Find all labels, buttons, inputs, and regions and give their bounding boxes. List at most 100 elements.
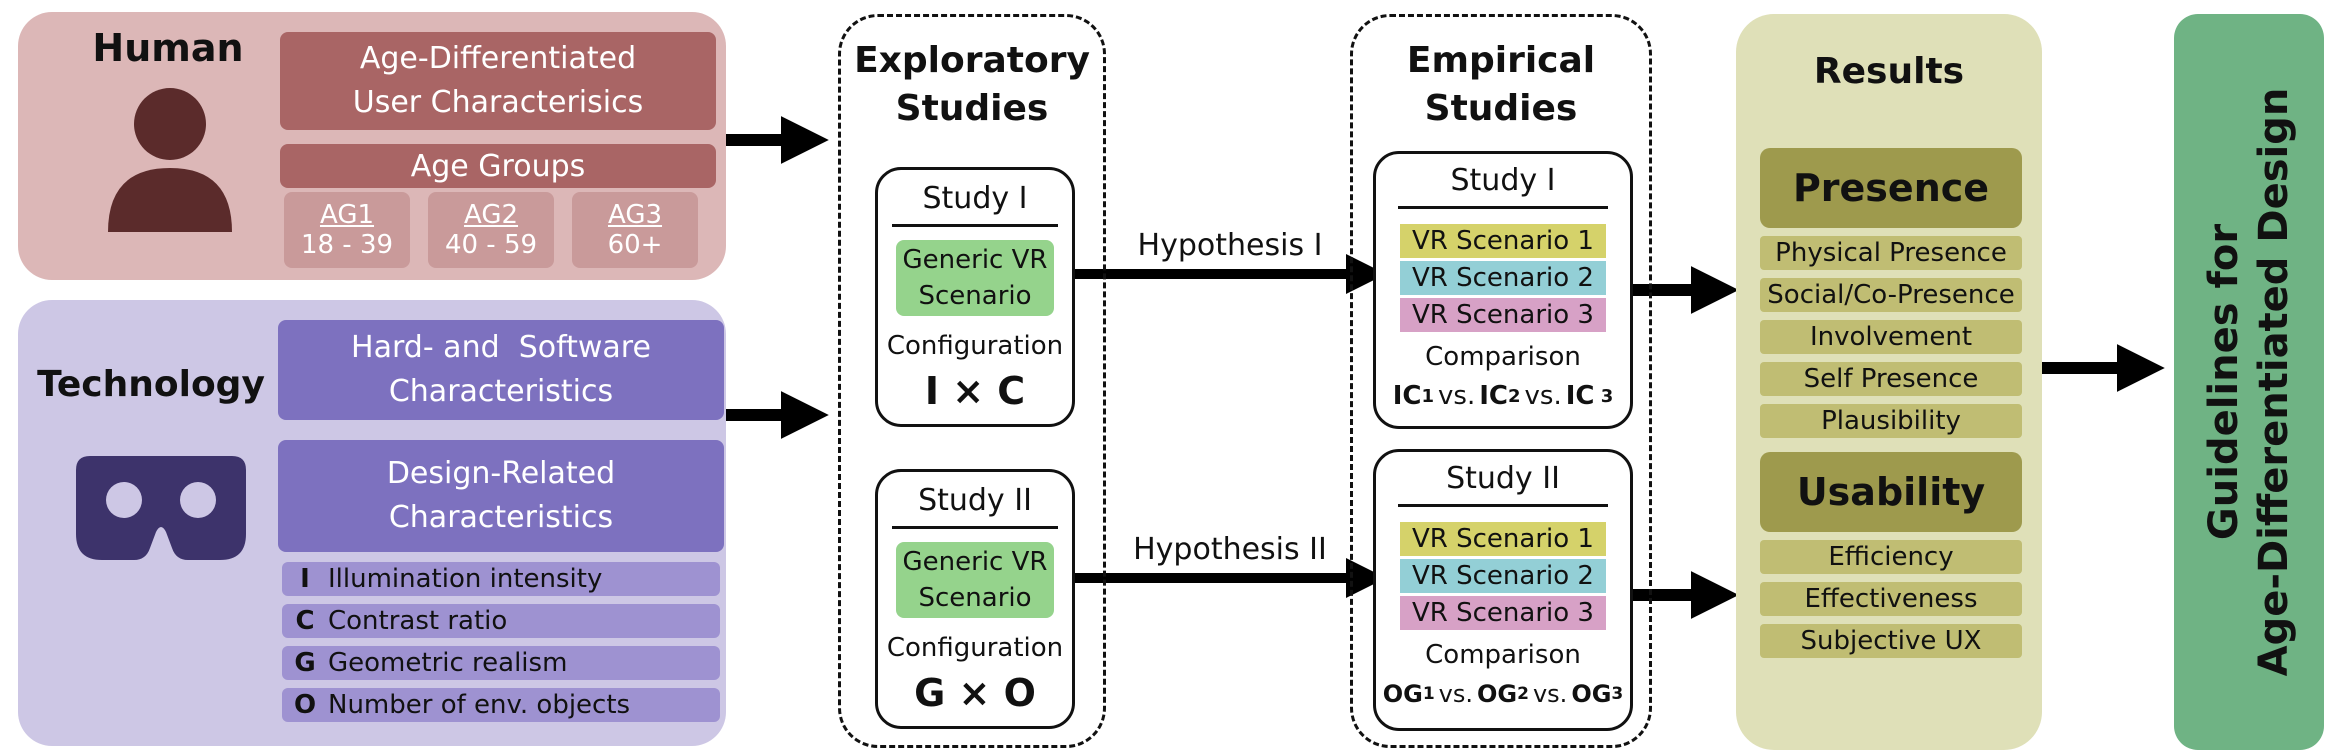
parameter-letter: C <box>295 606 315 636</box>
parameter-label: Geometric realism <box>328 648 568 678</box>
configuration-value: I × C <box>924 369 1026 413</box>
parameter-letter: G <box>294 648 316 678</box>
usability-header: Usability <box>1760 452 2022 532</box>
comparison-label: Comparison <box>1425 342 1581 372</box>
comparison-term: IC <box>1392 381 1422 411</box>
comparison-term: IC <box>1565 381 1595 411</box>
person-icon <box>108 88 232 232</box>
age-group-name: AG3 <box>607 200 663 230</box>
comparison-term: IC <box>1479 381 1508 411</box>
results-title: Results <box>1813 50 1965 92</box>
scenario-line1: Generic VR <box>902 245 1048 275</box>
design-line1: Design-Related <box>386 456 616 491</box>
human-panel: Human Age-Differentiated User Characteri… <box>18 12 726 280</box>
exploratory-study-2: Study II Generic VR Scenario Configurati… <box>875 469 1075 729</box>
result-item: Efficiency <box>1760 540 2022 574</box>
result-item: Social/Co-Presence <box>1760 278 2022 312</box>
comparison-vs: vs. <box>1524 381 1562 411</box>
age-group-name: AG2 <box>463 200 519 230</box>
guidelines-line2: Age-Differentiated Design <box>2251 87 2297 677</box>
comparison-term: OG <box>1477 680 1518 708</box>
hw-sw-characteristics-box: Hard- and Software Characteristics <box>278 320 724 420</box>
parameter-contrast: C Contrast ratio <box>282 604 720 638</box>
comparison-sub: 1 <box>1421 385 1435 407</box>
age-group-range: 18 - 39 <box>300 230 394 260</box>
age-group-1: AG1 18 - 39 <box>284 192 410 268</box>
empirical-study-2: Study II VR Scenario 1 VR Scenario 2 VR … <box>1373 449 1633 731</box>
exploratory-title-line2: Studies <box>895 88 1049 129</box>
configuration-value: G × O <box>914 671 1036 715</box>
parameter-label: Contrast ratio <box>328 606 508 636</box>
vr-scenario-1: VR Scenario 1 <box>1400 224 1606 258</box>
parameter-letter: O <box>293 690 317 720</box>
divider <box>1398 206 1608 209</box>
parameter-letter: I <box>300 564 310 594</box>
comparison-sub: 2 <box>1507 385 1521 407</box>
vr-headset-icon <box>76 456 246 560</box>
user-characteristics-line1: Age-Differentiated <box>359 41 637 76</box>
comparison-vs: vs. <box>1438 680 1474 708</box>
presence-header: Presence <box>1760 148 2022 228</box>
age-group-3: AG3 60+ <box>572 192 698 268</box>
parameter-geometric: G Geometric realism <box>282 646 720 680</box>
scenario-line2: Scenario <box>918 583 1032 613</box>
parameter-label: Number of env. objects <box>328 690 631 720</box>
vr-scenario-2: VR Scenario 2 <box>1400 559 1606 593</box>
empirical-studies-container: Empirical Studies Study I VR Scenario 1 … <box>1350 14 1652 748</box>
comparison-sub: 3 <box>1594 385 1614 407</box>
user-characteristics-box: Age-Differentiated User Characterisics <box>280 32 716 130</box>
exploratory-title-line1: Exploratory <box>854 40 1090 81</box>
exploratory-title: Exploratory Studies <box>841 35 1103 135</box>
generic-vr-scenario: Generic VR Scenario <box>896 240 1054 316</box>
study-title: Study II <box>1446 460 1560 496</box>
comparison-vs: vs. <box>1532 680 1568 708</box>
age-groups-label: Age Groups <box>280 144 716 188</box>
hw-sw-line1: Hard- and Software <box>351 330 651 365</box>
study-title: Study I <box>1450 162 1556 198</box>
comparison-term: OG <box>1382 680 1423 708</box>
generic-vr-scenario: Generic VR Scenario <box>896 542 1054 618</box>
result-item: Effectiveness <box>1760 582 2022 616</box>
results-panel: Results Presence Physical Presence Socia… <box>1736 14 2042 750</box>
comparison-vs: vs. <box>1438 381 1476 411</box>
divider <box>892 224 1058 227</box>
age-group-2: AG2 40 - 59 <box>428 192 554 268</box>
configuration-label: Configuration <box>886 633 1064 663</box>
result-item: Self Presence <box>1760 362 2022 396</box>
guidelines-line1: Guidelines for <box>2201 223 2247 541</box>
vr-scenario-3: VR Scenario 3 <box>1400 298 1606 332</box>
age-group-range: 40 - 59 <box>444 230 538 260</box>
user-characteristics-line2: User Characterisics <box>352 85 644 120</box>
divider <box>892 526 1058 529</box>
empirical-title-line1: Empirical <box>1406 40 1596 81</box>
parameter-objects: O Number of env. objects <box>282 688 720 722</box>
technology-title: Technology <box>37 363 265 405</box>
divider <box>1398 504 1608 507</box>
exploratory-studies-container: Exploratory Studies Study I Generic VR S… <box>838 14 1106 748</box>
result-item: Plausibility <box>1760 404 2022 438</box>
comparison-term: OG <box>1571 680 1612 708</box>
guidelines-panel: Guidelines for Age-Differentiated Design <box>2174 14 2324 750</box>
technology-panel: Technology Hard- and Software Characteri… <box>18 300 726 746</box>
exploratory-study-1: Study I Generic VR Scenario Configuratio… <box>875 167 1075 427</box>
hypothesis-2-label: Hypothesis II <box>1133 531 1327 567</box>
comparison-sub: 3 <box>1611 684 1624 704</box>
parameter-label: Illumination intensity <box>328 564 603 594</box>
comparison-sub: 1 <box>1422 684 1435 704</box>
vr-scenario-2: VR Scenario 2 <box>1400 261 1606 295</box>
scenario-line1: Generic VR <box>902 547 1048 577</box>
comparison-label: Comparison <box>1425 640 1581 670</box>
empirical-title-line2: Studies <box>1424 88 1578 129</box>
empirical-study-1: Study I VR Scenario 1 VR Scenario 2 VR S… <box>1373 151 1633 429</box>
hypothesis-1-label: Hypothesis I <box>1137 227 1323 263</box>
result-item: Physical Presence <box>1760 236 2022 270</box>
vr-scenario-3: VR Scenario 3 <box>1400 596 1606 630</box>
scenario-line2: Scenario <box>918 281 1032 311</box>
comparison-sub: 2 <box>1517 684 1529 704</box>
age-group-range: 60+ <box>607 230 663 260</box>
age-group-name: AG1 <box>319 200 375 230</box>
human-title: Human <box>92 26 244 70</box>
parameter-illumination: I Illumination intensity <box>282 562 720 596</box>
